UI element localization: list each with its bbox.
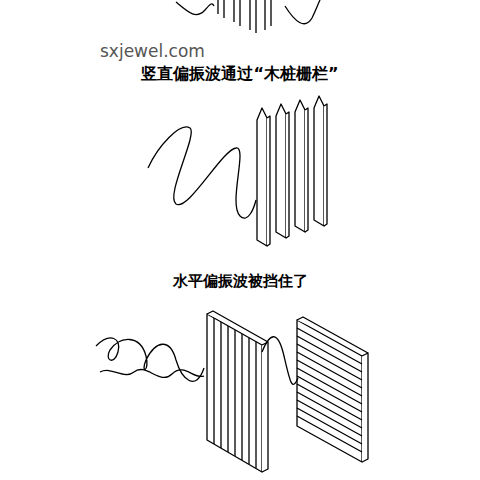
vertical-wave-through: [262, 337, 298, 385]
caption-text: 竖直偏振波通过“木桩栅栏”: [141, 64, 338, 83]
picket-fence: [257, 96, 327, 246]
horizontal-slat-panel: [297, 317, 368, 462]
caption-text: 水平偏振波被挡住了: [173, 272, 308, 290]
horizontal-wave: [148, 127, 256, 218]
vertical-slat-panel: [207, 311, 268, 472]
horizontal-wave-bottom: [100, 369, 204, 377]
watermark: sxjewel.com: [100, 41, 205, 61]
cut-fence: [176, 0, 320, 33]
vertical-wave: [96, 338, 204, 381]
